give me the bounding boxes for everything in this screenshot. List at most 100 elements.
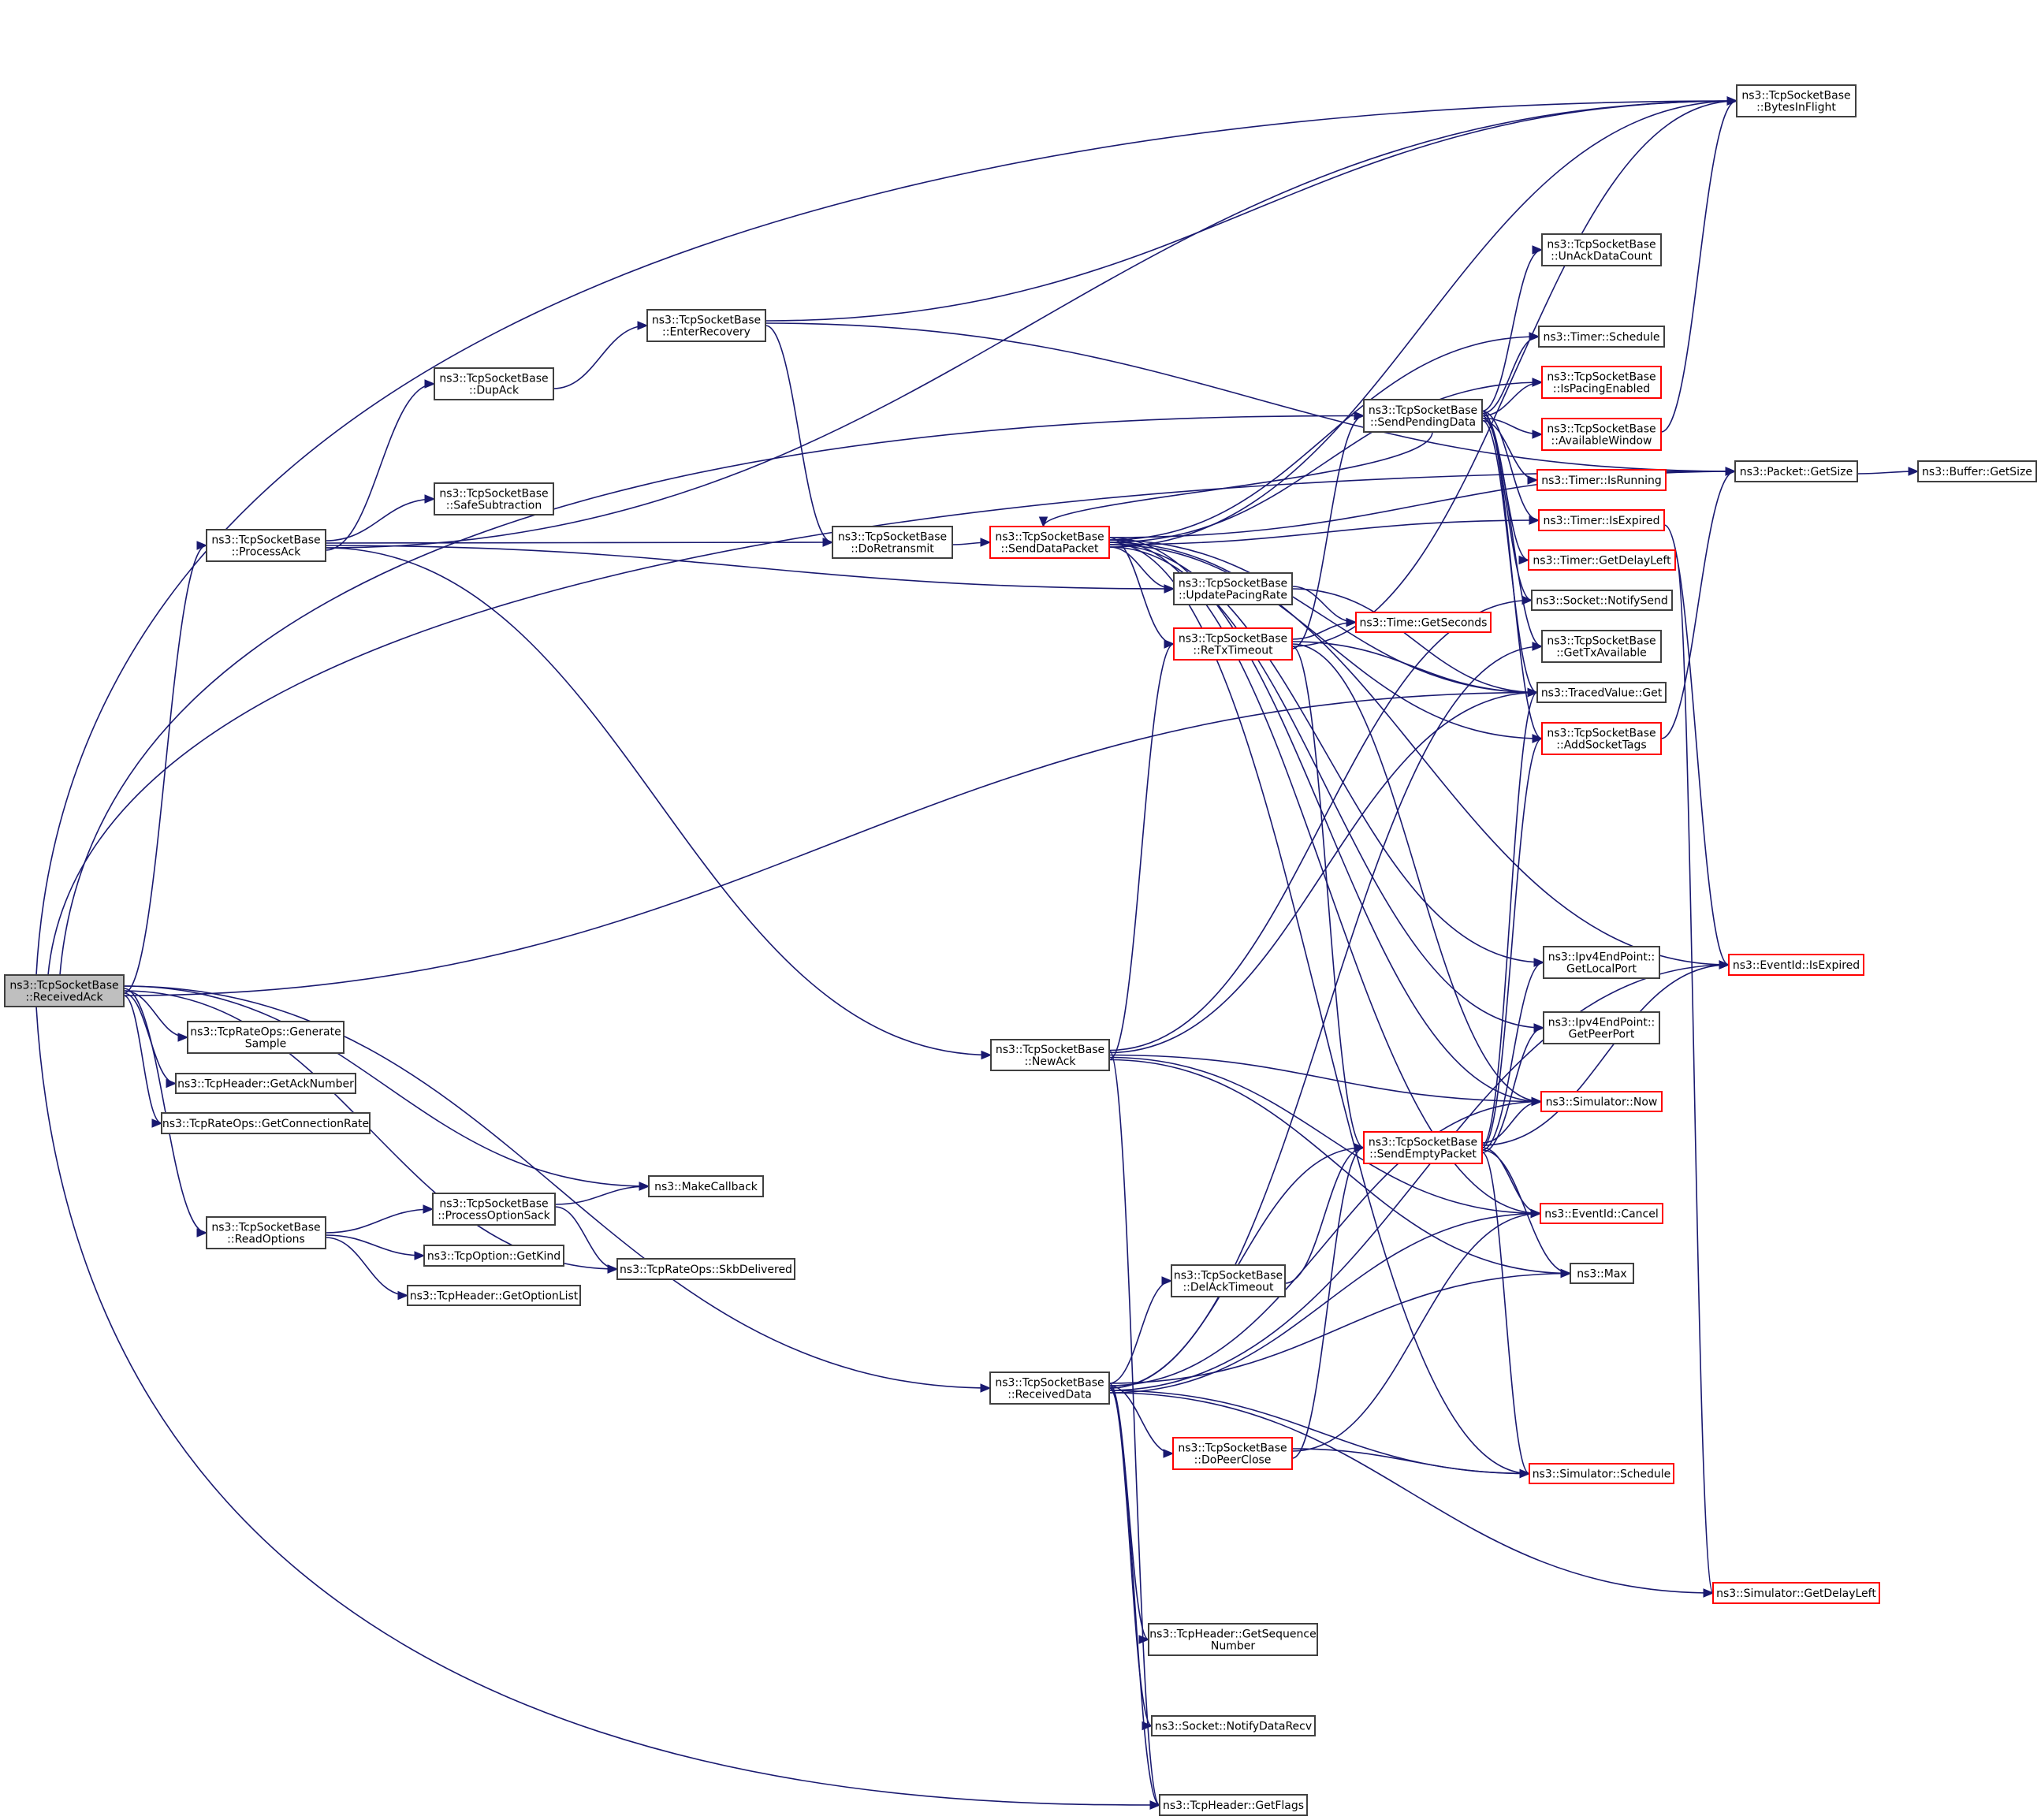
node-makecallback[interactable]: ns3::MakeCallback	[648, 1175, 764, 1197]
arrowhead-icon	[1532, 430, 1544, 439]
node-timergetdelayleft[interactable]: ns3::Timer::GetDelayLeft	[1528, 549, 1676, 571]
arrowhead-icon	[1164, 584, 1175, 594]
node-tracedvalueget[interactable]: ns3::TracedValue::Get	[1536, 682, 1667, 703]
arrowhead-icon	[424, 494, 436, 504]
node-ispacingenabled[interactable]: ns3::TcpSocketBase::IsPacingEnabled	[1541, 366, 1662, 399]
arrowhead-icon	[1138, 1635, 1150, 1644]
node-box	[175, 1073, 356, 1094]
edge-line	[123, 988, 207, 1234]
edge-line	[1108, 1272, 1571, 1384]
node-unackdatacount[interactable]: ns3::TcpSocketBase::UnAckDataCount	[1541, 233, 1662, 266]
node-addsockettags[interactable]: ns3::TcpSocketBase::AddSocketTags	[1541, 722, 1662, 755]
node-label: ns3::TcpSocketBase	[995, 531, 1104, 544]
node-sendpendingdata[interactable]: ns3::TcpSocketBase::SendPendingData	[1363, 399, 1483, 433]
edge-line	[123, 985, 650, 1187]
edge-line	[325, 542, 833, 544]
edge-receiveddata-to-max	[1108, 1268, 1572, 1384]
node-dupack[interactable]: ns3::TcpSocketBase::DupAck	[434, 367, 554, 400]
node-dopeerclose[interactable]: ns3::TcpSocketBase::DoPeerClose	[1172, 1437, 1293, 1470]
node-safesubtraction[interactable]: ns3::TcpSocketBase::SafeSubtraction	[434, 482, 554, 515]
node-packetgetsize[interactable]: ns3::Packet::GetSize	[1734, 460, 1858, 482]
node-doretransmit[interactable]: ns3::TcpSocketBase::DoRetransmit	[832, 526, 953, 559]
node-getconnectionrate[interactable]: ns3::TcpRateOps::GetConnectionRate	[161, 1112, 371, 1134]
node-eventidisexpired[interactable]: ns3::EventId::IsExpired	[1728, 954, 1864, 976]
node-availablewindow[interactable]: ns3::TcpSocketBase::AvailableWindow	[1541, 418, 1662, 451]
edge-line	[1108, 542, 1730, 966]
node-getoptionlist[interactable]: ns3::TcpHeader::GetOptionList	[407, 1285, 581, 1306]
edge-line	[325, 547, 992, 1056]
edge-senddatapacket-to-timerisexpired	[1108, 515, 1540, 545]
node-simulatornow[interactable]: ns3::Simulator::Now	[1540, 1091, 1663, 1112]
edge-line	[1481, 1149, 1571, 1275]
node-sendemptypacket[interactable]: ns3::TcpSocketBase::SendEmptyPacket	[1363, 1131, 1483, 1164]
node-box	[1159, 1794, 1308, 1816]
node-retxtimeout[interactable]: ns3::TcpSocketBase::ReTxTimeout	[1173, 627, 1293, 661]
node-simulatorgetdelayleft[interactable]: ns3::Simulator::GetDelayLeft	[1712, 1582, 1880, 1604]
node-newack[interactable]: ns3::TcpSocketBase::NewAck	[990, 1039, 1110, 1071]
node-label: ns3::TcpSocketBase	[9, 980, 118, 992]
node-getpeerport[interactable]: ns3::Ipv4EndPoint::GetPeerPort	[1543, 1011, 1660, 1044]
node-receivedack[interactable]: ns3::TcpSocketBase::ReceivedAck	[4, 974, 125, 1007]
edge-readoptions-to-getkind	[325, 1234, 426, 1260]
node-receiveddata[interactable]: ns3::TcpSocketBase::ReceivedData	[989, 1372, 1110, 1405]
arrowhead-icon	[1527, 687, 1539, 698]
node-simulatorschedule[interactable]: ns3::Simulator::Schedule	[1529, 1463, 1674, 1484]
arrowhead-icon	[1719, 960, 1730, 970]
edge-sendpendingdata-to-availablewindow	[1481, 417, 1544, 439]
node-getlocalport[interactable]: ns3::Ipv4EndPoint::GetLocalPort	[1543, 946, 1660, 979]
node-label: ::AvailableWindow	[1551, 435, 1652, 448]
edge-line	[1481, 410, 1543, 739]
node-label: ns3::TcpHeader::GetAckNumber	[177, 1078, 354, 1091]
node-timegetseconds[interactable]: ns3::Time::GetSeconds	[1355, 612, 1492, 633]
node-bytesinflight[interactable]: ns3::TcpSocketBase::BytesInFlight	[1736, 84, 1857, 117]
node-label: ns3::Timer::IsExpired	[1544, 515, 1660, 527]
node-label: ::DupAck	[469, 385, 520, 397]
node-label: GetLocalPort	[1566, 963, 1637, 976]
node-buffergetsize[interactable]: ns3::Buffer::GetSize	[1917, 460, 2037, 482]
node-notifydatarecv[interactable]: ns3::Socket::NotifyDataRecv	[1151, 1715, 1316, 1736]
edge-line	[1108, 537, 1542, 1103]
arrowhead-icon	[1703, 1588, 1715, 1598]
node-label: ns3::Timer::IsRunning	[1541, 475, 1662, 487]
node-label: ns3::TcpSocketBase	[1179, 633, 1287, 646]
arrowhead-icon	[980, 538, 992, 547]
node-notifysend[interactable]: ns3::Socket::NotifySend	[1531, 590, 1673, 611]
node-processoptionsack[interactable]: ns3::TcpSocketBase::ProcessOptionSack	[432, 1193, 556, 1226]
node-label: ns3::TracedValue::Get	[1541, 687, 1663, 700]
arrowhead-icon	[1532, 378, 1544, 387]
node-timerisexpired[interactable]: ns3::Timer::IsExpired	[1538, 509, 1665, 531]
node-label: ns3::TcpSocketBase	[1178, 1442, 1287, 1455]
arrowhead-icon	[822, 538, 834, 547]
node-delacktimeout[interactable]: ns3::TcpSocketBase::DelAckTimeout	[1171, 1264, 1286, 1297]
arrowhead-icon	[1149, 1800, 1161, 1810]
edge-newack-to-notifysend	[1108, 595, 1533, 1051]
node-label: ns3::Timer::GetDelayLeft	[1533, 555, 1671, 568]
node-getflags[interactable]: ns3::TcpHeader::GetFlags	[1159, 1794, 1308, 1816]
node-senddatapacket[interactable]: ns3::TcpSocketBase::SendDataPacket	[989, 526, 1110, 559]
node-label: ::NewAck	[1024, 1055, 1076, 1068]
node-gettxavailable[interactable]: ns3::TcpSocketBase::GetTxAvailable	[1541, 630, 1662, 663]
node-box	[1712, 1582, 1880, 1604]
node-enterrecovery[interactable]: ns3::TcpSocketBase::EnterRecovery	[646, 309, 766, 342]
edge-line	[1108, 691, 1538, 1054]
node-timerschedule[interactable]: ns3::Timer::Schedule	[1538, 326, 1665, 348]
edge-packetgetsize-to-buffergetsize	[1857, 467, 1920, 476]
edge-line	[554, 1185, 650, 1205]
node-readoptions[interactable]: ns3::TcpSocketBase::ReadOptions	[206, 1216, 326, 1249]
node-getacknumber[interactable]: ns3::TcpHeader::GetAckNumber	[175, 1073, 356, 1094]
edge-line	[1674, 554, 1714, 1594]
node-getkind[interactable]: ns3::TcpOption::GetKind	[423, 1245, 564, 1267]
node-processack[interactable]: ns3::TcpSocketBase::ProcessAck	[206, 529, 326, 562]
node-updatepacingrate[interactable]: ns3::TcpSocketBase::UpdatePacingRate	[1173, 572, 1293, 605]
edge-availablewindow-to-bytesinflight	[1660, 96, 1738, 433]
node-label: ns3::TcpSocketBase	[1174, 1270, 1283, 1282]
node-eventidcancel[interactable]: ns3::EventId::Cancel	[1540, 1203, 1663, 1224]
node-max[interactable]: ns3::Max	[1570, 1263, 1634, 1284]
edge-line	[1108, 336, 1540, 541]
node-timerisrunning[interactable]: ns3::Timer::IsRunning	[1536, 469, 1667, 491]
arrowhead-icon	[1164, 639, 1175, 649]
node-label: ns3::TcpSocketBase	[1547, 635, 1656, 648]
node-skbdelivered[interactable]: ns3::TcpRateOps::SkbDelivered	[616, 1258, 795, 1280]
